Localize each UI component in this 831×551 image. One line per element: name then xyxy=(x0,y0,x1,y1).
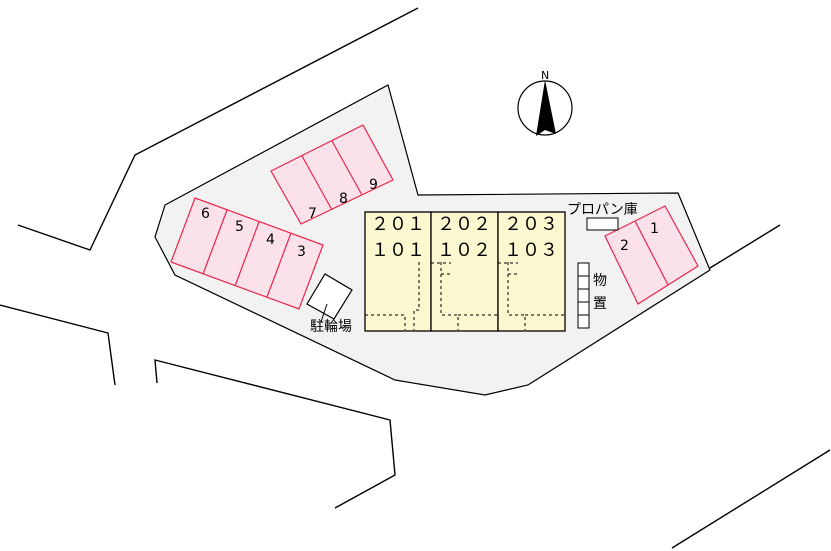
unit-number-202: ２０２ xyxy=(437,214,491,235)
parking-north-block xyxy=(270,124,394,225)
road-bottom-right-edge xyxy=(671,449,831,549)
storage-shed: 物 置 xyxy=(577,262,607,329)
road-lower-edge xyxy=(154,359,396,509)
parking-divider xyxy=(331,140,363,196)
unit-block-2 xyxy=(430,211,499,332)
propane-storage: プロパン庫 xyxy=(567,201,638,231)
parking-divider xyxy=(234,221,260,287)
parking-space-number: 5 xyxy=(235,219,244,235)
storage-shed-box xyxy=(577,262,590,329)
unit-number-201: ２０１ xyxy=(371,214,425,235)
partition-line xyxy=(365,314,406,330)
partition-line xyxy=(413,262,420,330)
unit-block-3 xyxy=(497,211,566,332)
parking-space-number: 4 xyxy=(266,232,275,248)
parking-space-number: 8 xyxy=(339,191,348,207)
north-arrow-icon xyxy=(536,80,556,136)
bicycle-leader-line xyxy=(320,303,328,323)
unit-number-203: ２０３ xyxy=(504,214,558,235)
parking-divider xyxy=(266,232,292,298)
partition-line xyxy=(507,262,526,330)
storage-label-top: 物 xyxy=(593,273,607,289)
parking-north-row: 7 8 9 xyxy=(270,124,394,225)
parking-space-number: 7 xyxy=(308,206,317,222)
parking-divider xyxy=(202,209,228,275)
parking-space-number: 3 xyxy=(297,244,306,260)
apartment-building: ２０１ ２０２ ２０３ １０１ １０２ １０３ xyxy=(364,211,566,332)
storage-label-bottom: 置 xyxy=(593,296,607,312)
road-lower-left-edge xyxy=(0,304,116,386)
compass-north-label: N xyxy=(541,69,549,82)
propane-storage-label: プロパン庫 xyxy=(567,201,638,218)
interior-dashed-lines xyxy=(365,262,565,330)
parking-west-row: 6 5 4 3 xyxy=(170,197,324,310)
parking-space-number: 1 xyxy=(650,221,659,237)
bicycle-parking-label: 駐輪場 xyxy=(310,318,352,335)
parking-space-number: 2 xyxy=(620,238,629,254)
road-upper-left-edge xyxy=(17,7,419,251)
parking-east-block xyxy=(604,205,699,305)
parking-east-row: 1 2 xyxy=(604,205,699,305)
propane-storage-box xyxy=(586,217,619,231)
parking-divider xyxy=(301,155,333,211)
parking-space-number: 6 xyxy=(201,206,210,222)
partition-line xyxy=(440,262,459,330)
unit-number-102: １０２ xyxy=(437,240,491,261)
unit-number-101: １０１ xyxy=(371,240,425,261)
road-right-edge xyxy=(709,224,781,269)
roads xyxy=(0,7,831,549)
bicycle-parking: 駐輪場 xyxy=(306,273,353,335)
unit-number-103: １０３ xyxy=(504,240,558,261)
north-compass: N xyxy=(517,69,573,136)
parking-divider xyxy=(634,220,669,286)
bicycle-shed xyxy=(306,273,353,320)
unit-block-1 xyxy=(364,211,432,332)
parking-space-number: 9 xyxy=(369,177,378,193)
